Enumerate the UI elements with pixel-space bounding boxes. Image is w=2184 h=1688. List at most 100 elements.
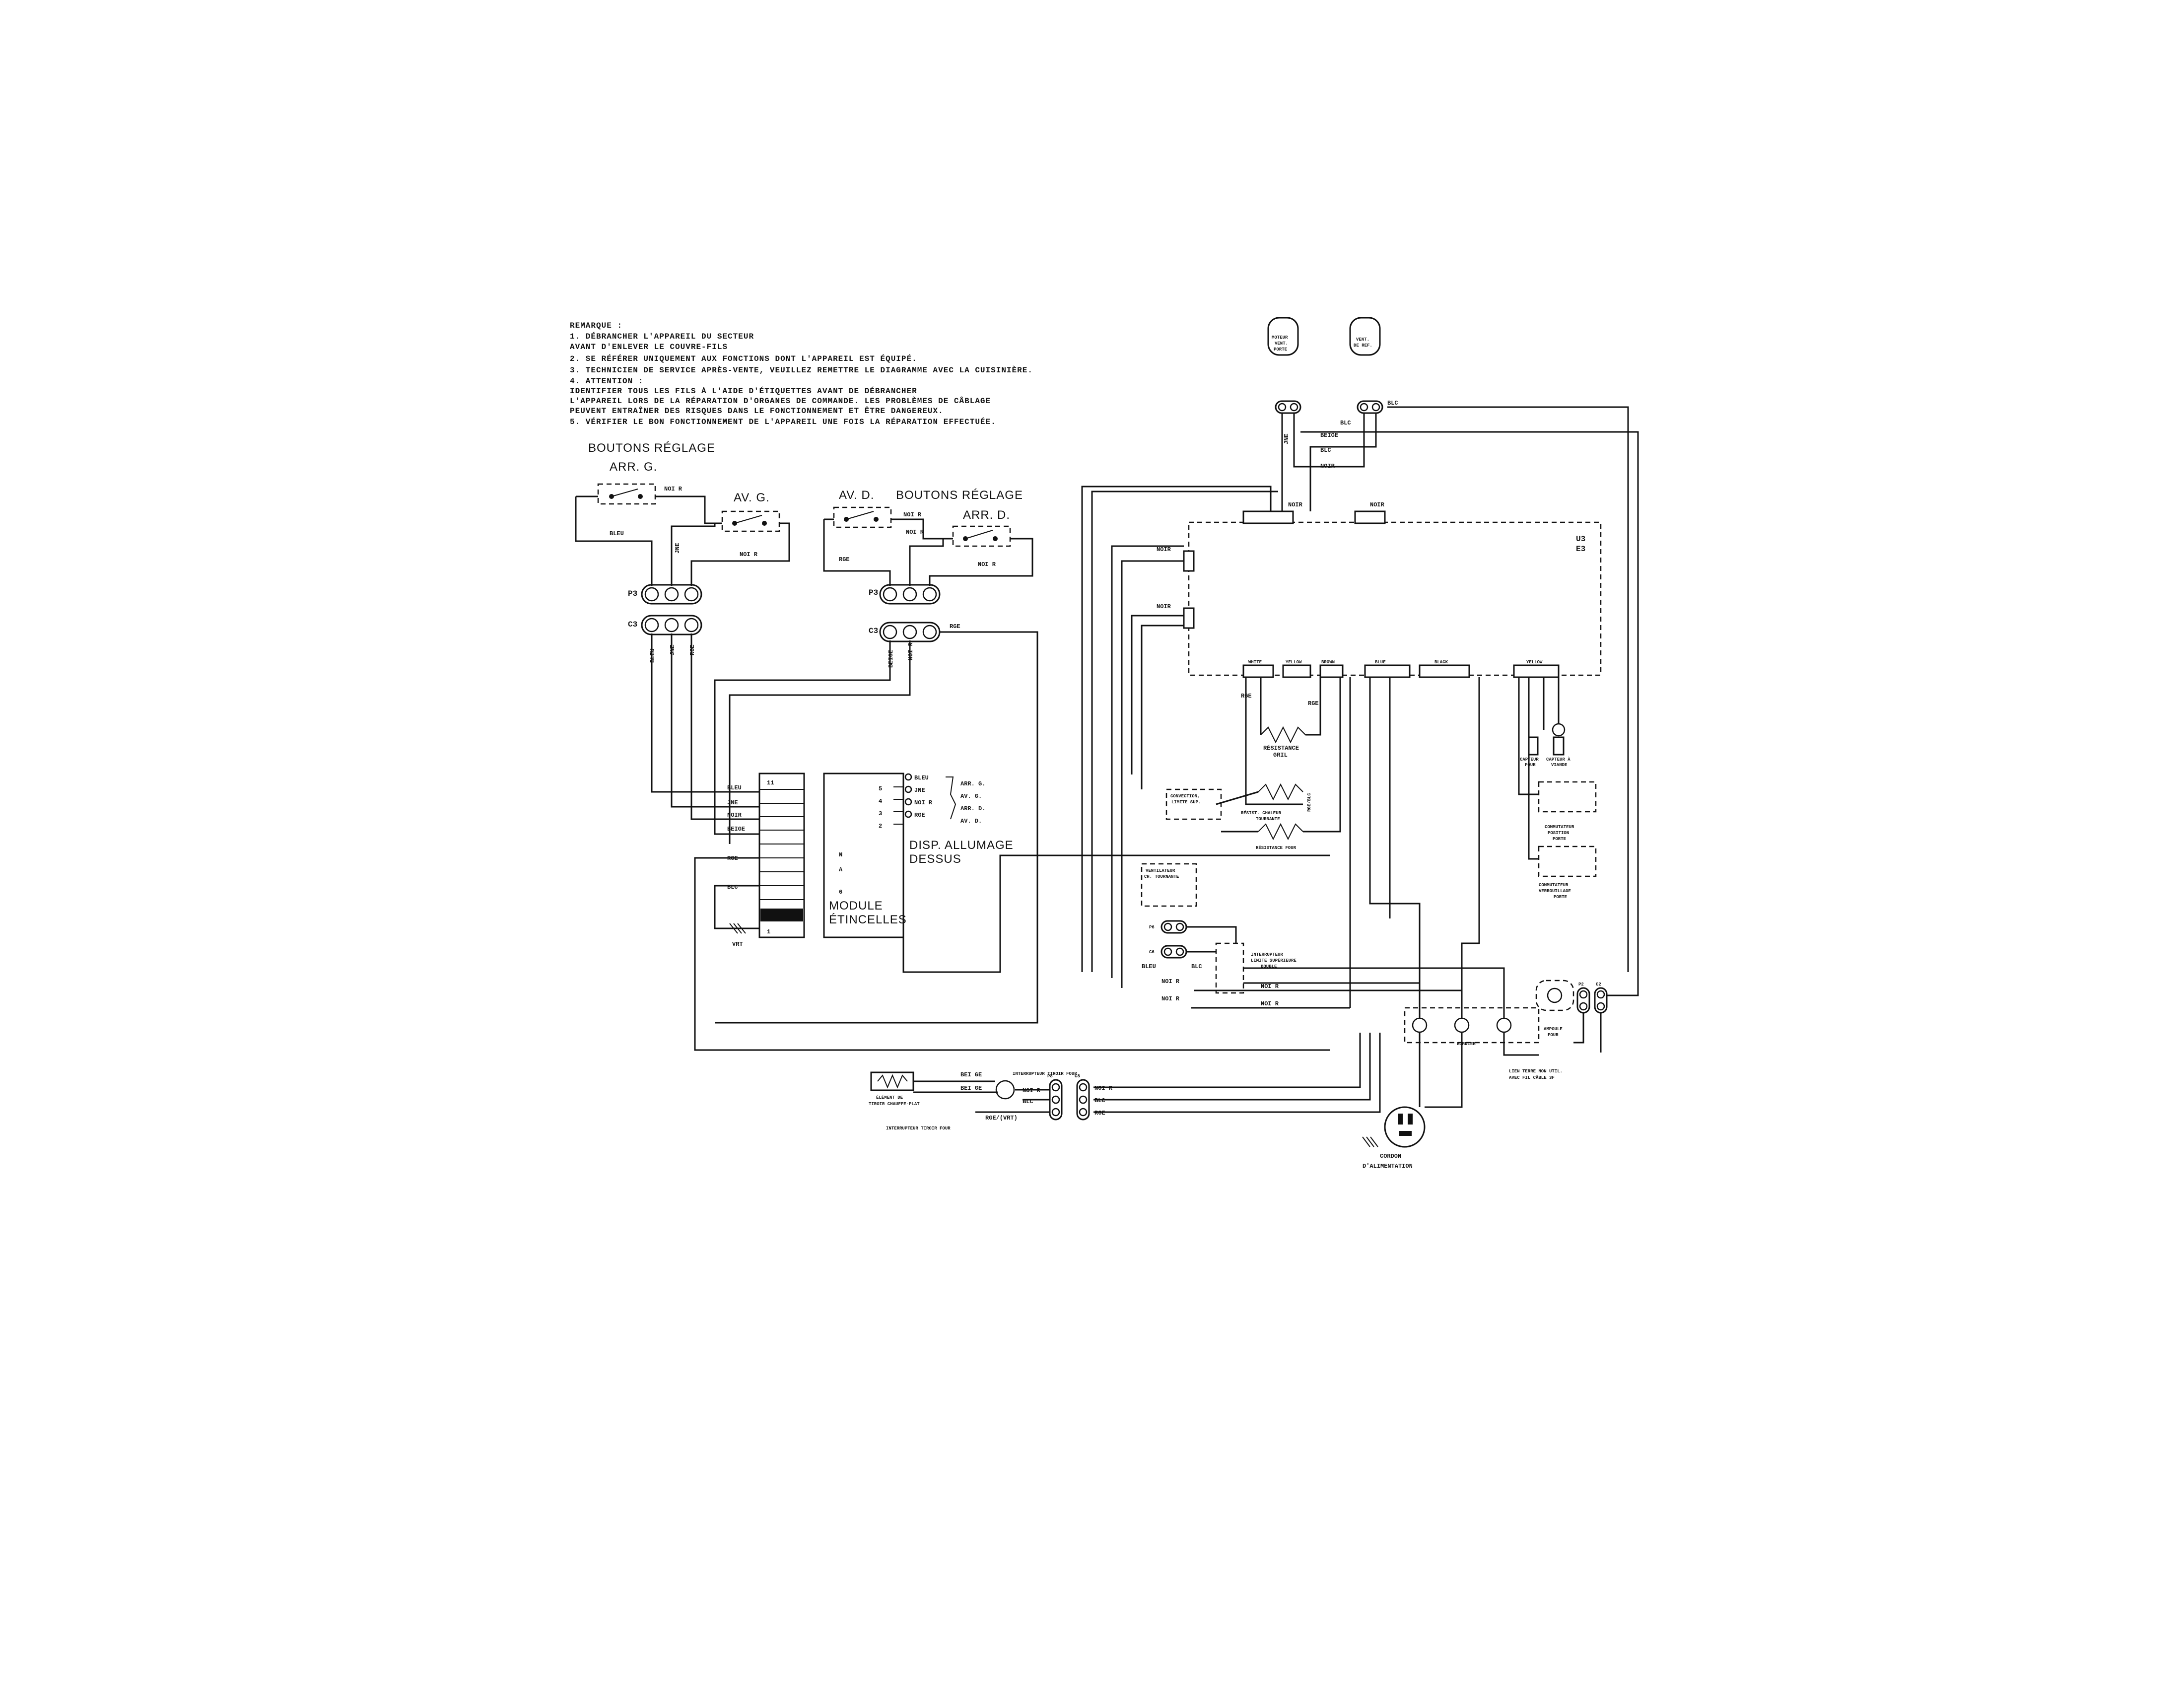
wire-label: NOI R (978, 561, 996, 568)
oven-light-box (1535, 980, 1574, 1011)
broil-element: RÉSISTANCE GRIL (1260, 726, 1306, 759)
resist-chaleur-label: TOURNANTE (1256, 817, 1280, 822)
wire-label: BLC (1387, 400, 1398, 407)
door-lock-switch: COMMUTATEUR VERROUILLAGE PORTE (1538, 845, 1597, 900)
spark-pin-label: 11 (767, 779, 774, 786)
resistance-four-label: RÉSISTANCE FOUR (1256, 845, 1297, 850)
convection-fan: VENTILATEUR CH. TOURNANTE P6 C6 BLEU BLC… (1141, 863, 1202, 1002)
p3-left-label: P3 (628, 589, 637, 598)
wire-label: BLC (1320, 447, 1331, 454)
disp-pin: 5 (879, 785, 882, 792)
board-connector-yellow-2 (1513, 664, 1560, 678)
wire-label: NOIR (1157, 603, 1171, 610)
wire-label: NOI R (906, 529, 924, 536)
av-d-switch (833, 506, 892, 528)
service-notes: REMARQUE : 1. DÉBRANCHER L'APPAREIL DU S… (570, 321, 1032, 426)
wire-label: BLEU (610, 530, 624, 537)
note-line: PEUVENT ENTRAÎNER DES RISQUES DANS LE FO… (570, 406, 944, 416)
wire-label: NOIR (1157, 546, 1171, 553)
note-line: AVANT D'ENLEVER LE COUVRE-FILS (570, 343, 728, 352)
motor-label: MOTEUR (1272, 335, 1288, 340)
wire-label: BEIGE (727, 826, 745, 833)
wire-label: NOIR (1288, 501, 1303, 508)
p6-label: P6 (1149, 925, 1155, 930)
wire-label: BEIGE (887, 650, 894, 668)
oven-light-bulb (1547, 987, 1563, 1003)
cordon-label: D'ALIMENTATION (1363, 1163, 1413, 1170)
control-wiring-right (714, 518, 1038, 1024)
arr-g-label: ARR. G. (610, 460, 657, 474)
door-lock-label: COMMUTATEUR (1539, 883, 1569, 888)
drawer-switch-label: INTERRUPTEUR TIROIR FOUR (1013, 1071, 1077, 1076)
vent-ref-motor-body (1349, 317, 1381, 356)
wire-label: RGE/(VRT) (985, 1115, 1018, 1122)
wire-label: NOIR (1370, 501, 1385, 508)
drawer-switch-label: INTERRUPTEUR TIROIR FOUR (886, 1126, 951, 1131)
high-limit-box (1215, 942, 1244, 994)
boutons-reglage-left-label: BOUTONS RÉGLAGE (588, 441, 715, 455)
wire-label: BLC (1340, 420, 1351, 426)
connector-header: BLACK (1434, 660, 1448, 665)
oven-control-board: U3 E3 WHITE YELLOW BROWN BLUE BLACK YELL… (1157, 501, 1602, 707)
note-line: IDENTIFIER TOUS LES FILS À L'AIDE D'ÉTIQ… (570, 386, 917, 396)
door-lock-label: PORTE (1554, 895, 1568, 900)
resistance-gril-label: RÉSISTANCE (1263, 744, 1299, 752)
c2-label: C2 (1596, 982, 1601, 987)
control-board-outline (1188, 521, 1602, 676)
convection-limit-box (1165, 788, 1222, 820)
convection-element: CONVECTION, LIMITE SUP. RÉSIST. CHALEUR … (1165, 783, 1312, 822)
power-cord: CORDON D'ALIMENTATION (1362, 1106, 1426, 1170)
wire-label: RGE (950, 623, 960, 630)
arr-g-switch (597, 483, 656, 505)
connector-header: YELLOW (1286, 660, 1302, 665)
wire-label: BEI GE (960, 1085, 982, 1092)
c3-left-label: C3 (628, 620, 637, 629)
connector-header: BLUE (1375, 660, 1386, 665)
wire-label: RGE (1308, 700, 1319, 707)
resist-chaleur-label: RÉSIST. CHALEUR (1241, 810, 1282, 816)
board-connector-yellow (1282, 664, 1311, 678)
ampoule-label: AMPOULE (1544, 1027, 1563, 1032)
wire-label: BLEU (727, 784, 742, 791)
wire-label: NOI R (914, 799, 933, 806)
door-position-switch: COMMUTATEUR POSITION PORTE (1538, 781, 1597, 842)
spark-module-black-band (760, 909, 803, 921)
motor-label: VENT. (1356, 337, 1369, 342)
disp-pin: 6 (839, 889, 842, 896)
wire-label: NOI R (1161, 978, 1180, 985)
note-line: 5. VÉRIFIER LE BON FONCTIONNEMENT DE L'A… (570, 417, 996, 426)
e3-label: E3 (1576, 545, 1585, 554)
board-connector-top-right (1354, 510, 1386, 524)
wire-label: NOI R (1261, 1000, 1279, 1007)
disp-allumage-1: DISP. ALLUMAGE (909, 839, 1014, 852)
meat-probe-jack (1553, 736, 1565, 756)
wire-label: NOIR (727, 812, 742, 819)
board-connector-white (1242, 664, 1274, 678)
disp-output: AV. D. (960, 818, 982, 825)
wire-label: BLEU (1142, 963, 1156, 970)
door-lock-label: VERROUILLAGE (1539, 889, 1571, 894)
capteur-viande-label: CAPTEUR À (1546, 757, 1570, 762)
lien-terre-label: LIEN TERRE NON UTIL. (1509, 1069, 1563, 1074)
arr-d-switch (952, 525, 1011, 547)
left-control-switches: BOUTONS RÉGLAGE ARR. G. AV. G. NOI R BLE… (588, 441, 780, 558)
double-high-limit-switch: INTERRUPTEUR LIMITE SUPÉRIEURE DOUBLE NO… (1215, 942, 1297, 1007)
disp-pin: 4 (879, 798, 882, 805)
bake-element: RÉSISTANCE FOUR (1256, 823, 1303, 850)
connector-header: WHITE (1248, 660, 1262, 665)
motor-label: DE REF. (1354, 343, 1372, 348)
disp-pin: 3 (879, 810, 882, 817)
motor-label: PORTE (1274, 347, 1288, 352)
wire-label: NOI R (1261, 983, 1279, 990)
av-g-label: AV. G. (734, 491, 770, 504)
connector-header: BROWN (1321, 660, 1335, 665)
right-p3-c3-connectors: P3 C3 RGE BEIGE NOI R (869, 584, 960, 668)
board-connector-top-left (1242, 510, 1294, 524)
disp-output: ARR. G. (960, 780, 985, 787)
door-position-switch-box (1538, 781, 1597, 813)
oven-sensor (1528, 736, 1539, 756)
limit-label: INTERRUPTEUR (1251, 952, 1283, 957)
board-connector-left-2 (1183, 607, 1195, 629)
ignition-dispatcher-box (823, 773, 904, 938)
